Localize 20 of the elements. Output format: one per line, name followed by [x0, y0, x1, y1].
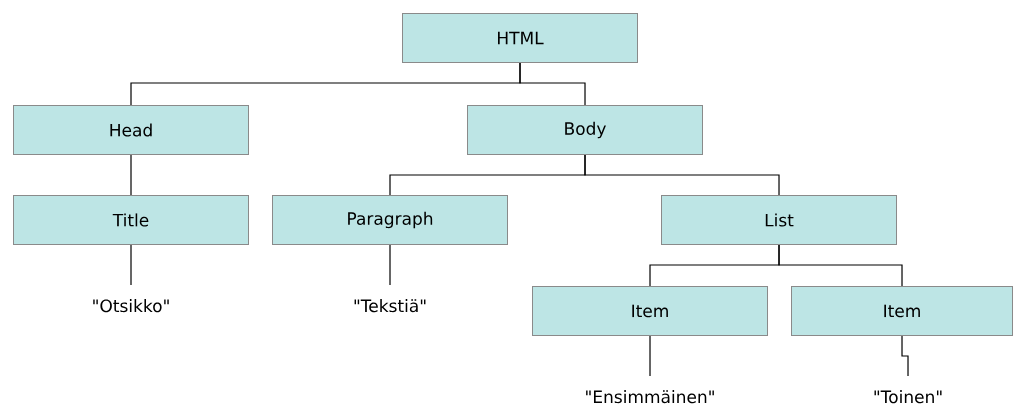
connector-line: [130, 244, 132, 286]
text-value: "Ensimmäinen": [586, 390, 714, 404]
text-value: "Toinen": [874, 390, 942, 404]
connector-line: [519, 62, 586, 106]
connector-line: [130, 154, 132, 196]
tree-box: Body: [467, 105, 703, 155]
tree-box: Item: [791, 286, 1013, 336]
connector-line: [778, 244, 903, 287]
tree-box: Item: [532, 286, 768, 336]
connector-line: [389, 244, 391, 286]
connector-line: [584, 154, 780, 196]
text-value: "Tekstiä": [354, 299, 426, 313]
tree-box: Paragraph: [272, 195, 508, 245]
tree-box: Title: [13, 195, 249, 245]
tree-box: List: [661, 195, 897, 245]
tree-box: HTML: [402, 13, 638, 63]
connector-line: [649, 335, 651, 377]
connector-line: [901, 335, 909, 377]
tree-box: Head: [13, 105, 249, 155]
text-value: "Otsikko": [93, 299, 169, 313]
